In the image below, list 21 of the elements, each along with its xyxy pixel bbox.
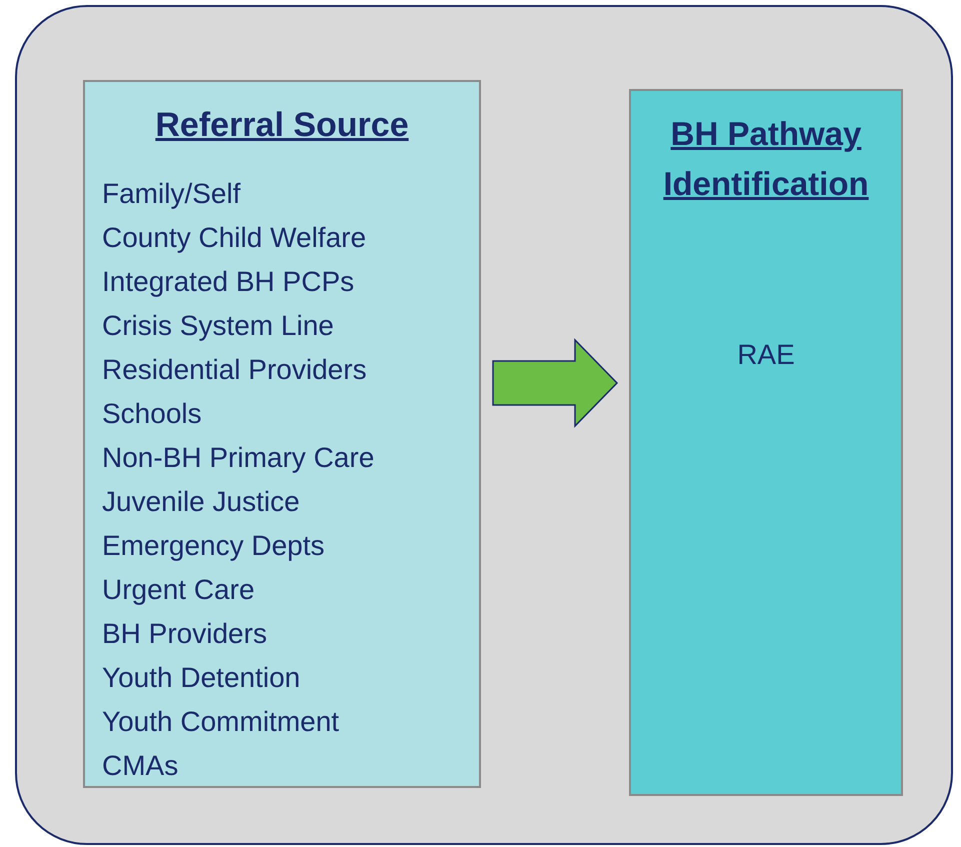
container-box	[15, 5, 953, 845]
list-item: Family/Self	[101, 177, 242, 211]
box-heading: BH Pathway Identification	[662, 114, 870, 204]
list-item: BH Providers	[101, 617, 268, 651]
list-item: CMAs	[101, 749, 180, 783]
list-item: Schools	[101, 397, 203, 431]
box-text: RAE	[736, 339, 796, 371]
referral-box	[83, 80, 481, 788]
list-item: Non-BH Primary Care	[101, 441, 376, 475]
list-item: Crisis System Line	[101, 309, 335, 343]
block-arrow	[492, 338, 618, 428]
list-item: Residential Providers	[101, 353, 368, 387]
list-item: County Child Welfare	[101, 221, 368, 255]
box-heading: Referral Source	[154, 105, 410, 146]
list-item: Youth Detention	[101, 661, 302, 695]
list-item: Juvenile Justice	[101, 485, 301, 519]
list-item: Urgent Care	[101, 573, 256, 607]
list-item: Integrated BH PCPs	[101, 265, 356, 299]
list-item: Emergency Depts	[101, 529, 326, 563]
list-item: Youth Commitment	[101, 705, 340, 739]
pathway-box	[629, 89, 903, 796]
